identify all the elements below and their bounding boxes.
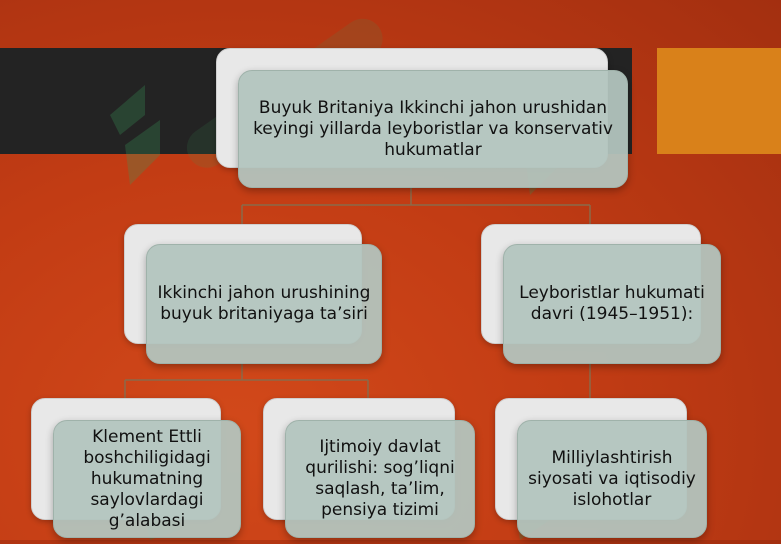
node-attlee-victory: Klement Ettli boshchiligidagi hukumatnin… xyxy=(31,398,241,540)
node-nationalisation-box: Milliylashtirish siyosati va iqtisodiy i… xyxy=(517,420,707,538)
node-nationalisation: Milliylashtirish siyosati va iqtisodiy i… xyxy=(495,398,707,540)
orange-accent-block xyxy=(657,48,781,154)
root-node: Buyuk Britaniya Ikkinchi jahon urushidan… xyxy=(216,48,628,190)
node-attlee-victory-label: Klement Ettli boshchiligidagi hukumatnin… xyxy=(83,426,211,531)
node-labour-era-box: Leyboristlar hukumati davri (1945–1951): xyxy=(503,244,721,364)
root-node-box: Buyuk Britaniya Ikkinchi jahon urushidan… xyxy=(238,70,628,188)
node-war-impact-box: Ikkinchi jahon urushining buyuk britaniy… xyxy=(146,244,382,364)
node-labour-era-label: Leyboristlar hukumati davri (1945–1951): xyxy=(519,283,705,324)
root-node-label: Buyuk Britaniya Ikkinchi jahon urushidan… xyxy=(253,97,613,160)
node-welfare-state-box: Ijtimoiy davlat qurilishi: sog’liqni saq… xyxy=(285,420,475,538)
node-attlee-victory-box: Klement Ettli boshchiligidagi hukumatnin… xyxy=(53,420,241,538)
node-welfare-state: Ijtimoiy davlat qurilishi: sog’liqni saq… xyxy=(263,398,475,540)
node-welfare-state-label: Ijtimoiy davlat qurilishi: sog’liqni saq… xyxy=(305,437,455,520)
node-war-impact-label: Ikkinchi jahon urushining buyuk britaniy… xyxy=(157,283,371,324)
node-war-impact: Ikkinchi jahon urushining buyuk britaniy… xyxy=(124,224,382,364)
node-nationalisation-label: Milliylashtirish siyosati va iqtisodiy i… xyxy=(528,447,696,510)
node-labour-era: Leyboristlar hukumati davri (1945–1951): xyxy=(481,224,721,364)
